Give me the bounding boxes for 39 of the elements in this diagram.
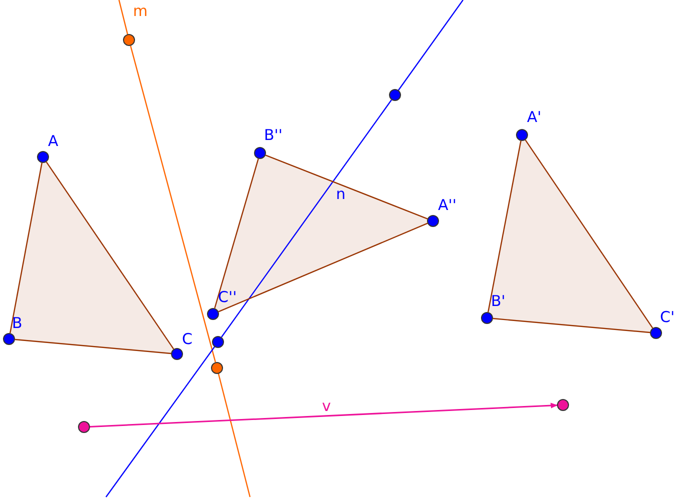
point bbox=[3, 333, 15, 345]
point-label: B bbox=[12, 315, 22, 331]
point bbox=[207, 308, 219, 320]
point bbox=[78, 421, 90, 433]
vector-label: v bbox=[322, 398, 331, 414]
line bbox=[221, 100, 392, 338]
point bbox=[481, 312, 493, 324]
point bbox=[37, 151, 49, 163]
triangle-side bbox=[492, 318, 650, 334]
triangle-side bbox=[488, 140, 522, 312]
point bbox=[211, 362, 223, 374]
point-label: B'' bbox=[264, 127, 283, 143]
triangle-side bbox=[10, 162, 42, 334]
point bbox=[427, 215, 439, 227]
point-label: B' bbox=[491, 293, 506, 309]
triangle-side bbox=[214, 158, 259, 308]
point bbox=[389, 89, 401, 101]
point-label: C'' bbox=[218, 289, 237, 305]
triangle-side bbox=[218, 222, 428, 312]
point-label: A bbox=[48, 133, 58, 149]
triangle-side bbox=[265, 154, 428, 220]
triangle-side bbox=[46, 162, 174, 350]
line bbox=[130, 46, 216, 362]
point-label: C bbox=[182, 331, 192, 347]
triangle-side bbox=[14, 338, 172, 354]
point bbox=[212, 336, 224, 348]
point-label: A'' bbox=[438, 197, 457, 213]
line-label: n bbox=[336, 186, 346, 202]
triangle-side bbox=[524, 140, 654, 328]
point bbox=[516, 129, 528, 141]
point bbox=[171, 348, 183, 360]
point bbox=[557, 399, 569, 411]
point-label: C' bbox=[660, 309, 675, 325]
point bbox=[650, 327, 662, 339]
point-label: A' bbox=[527, 109, 542, 125]
point bbox=[254, 147, 266, 159]
vector-arrow bbox=[90, 402, 558, 428]
point bbox=[123, 34, 135, 46]
line-label: m bbox=[133, 3, 148, 19]
